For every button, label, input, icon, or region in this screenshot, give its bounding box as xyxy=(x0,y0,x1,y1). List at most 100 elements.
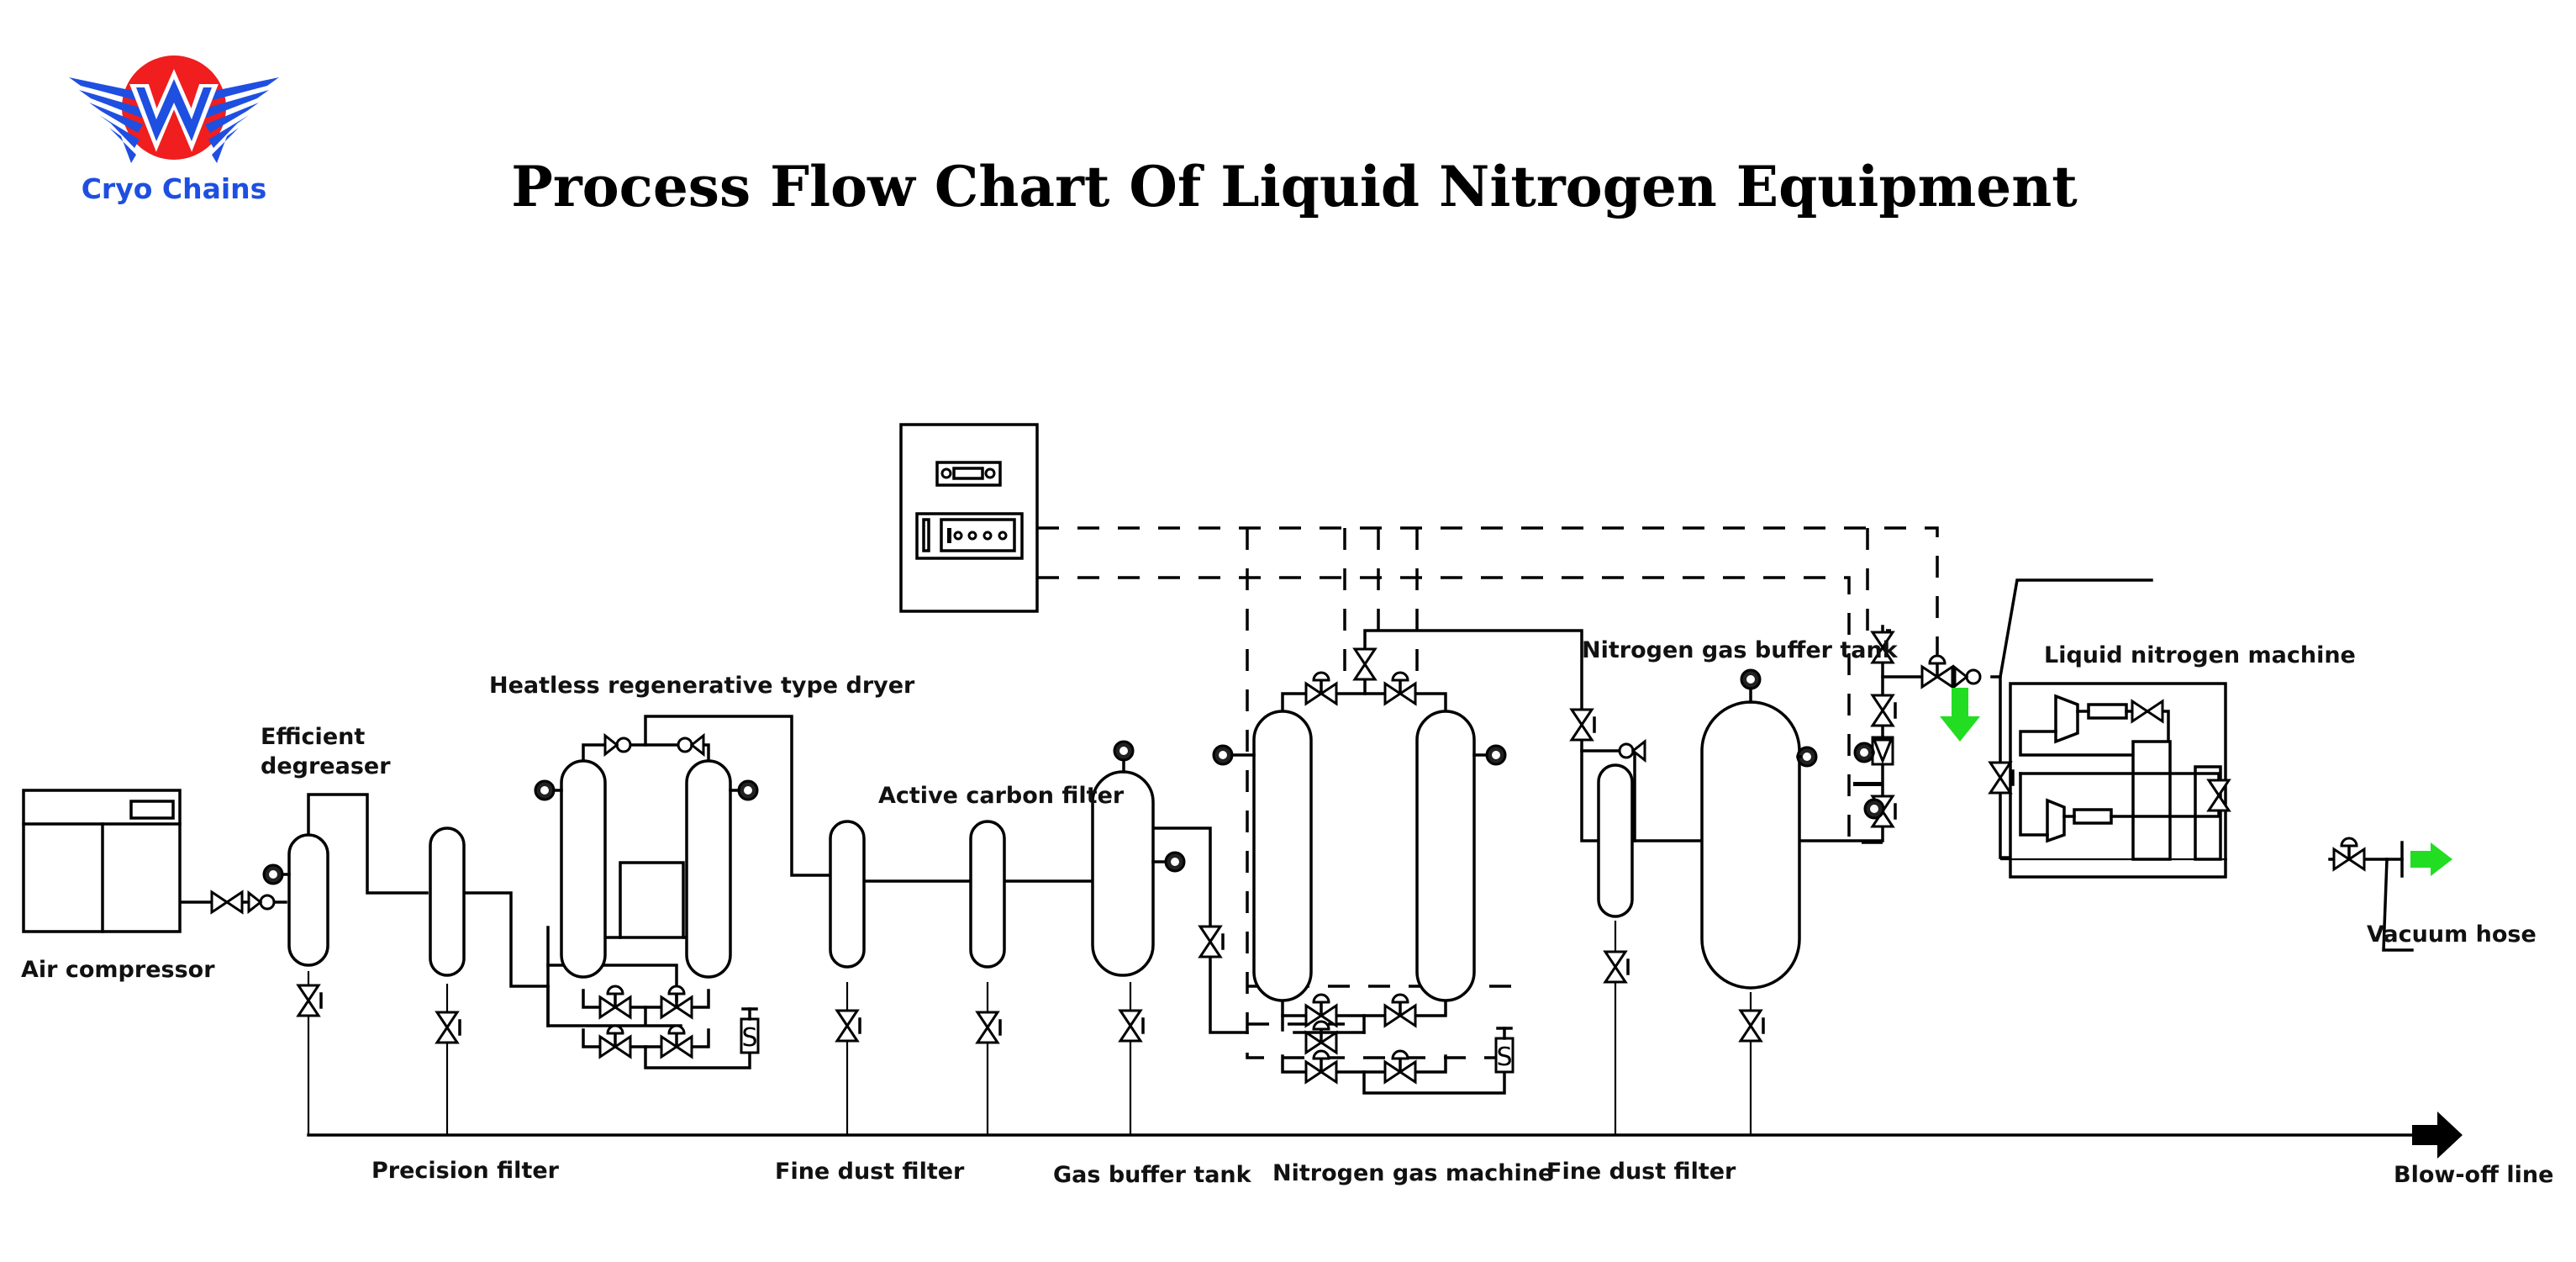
lnm-compressor-2 xyxy=(2046,798,2066,843)
control-signal-line xyxy=(1246,528,1513,1059)
pneumatic-control-valve-icon xyxy=(598,1024,632,1059)
label-gas-buffer-tank: Gas buffer tank xyxy=(1053,1162,1252,1188)
valve-body xyxy=(1569,708,1594,742)
valve-body xyxy=(435,1011,460,1044)
brand-name: Cryo Chains xyxy=(82,172,267,205)
fine-dust-filter-1 xyxy=(829,820,866,969)
cabinet-button xyxy=(998,531,1008,541)
lnm-compressor-1 xyxy=(2054,694,2079,744)
check-valve-icon xyxy=(247,890,276,915)
nitrogen-tower-right xyxy=(1415,710,1476,1002)
actuator-dome xyxy=(1391,671,1409,682)
check-seat xyxy=(1953,664,1969,689)
check-seat xyxy=(1630,738,1646,763)
valve-body xyxy=(1738,1009,1763,1043)
label-fine-dust-filter-1: Fine dust filter xyxy=(775,1159,965,1185)
fine-dust-filter-2 xyxy=(969,820,1006,969)
pressure-gauge-icon xyxy=(1113,740,1135,762)
cabinet-button xyxy=(982,531,993,541)
pneumatic-control-valve-icon xyxy=(2332,837,2366,872)
wing-right-feather xyxy=(205,103,259,133)
actuator-dome xyxy=(1312,1049,1330,1060)
pressure-gauge-icon xyxy=(1863,798,1885,820)
cabinet-indicator-bar xyxy=(952,467,984,480)
actuator-dome xyxy=(1312,671,1330,682)
drain-valve-icon xyxy=(1738,1009,1765,1043)
pneumatic-control-valve-icon xyxy=(660,1024,693,1059)
label-air-compressor: Air compressor xyxy=(21,957,215,983)
pressure-gauge-icon xyxy=(1164,851,1186,873)
brand-logo: Cryo Chains xyxy=(69,55,279,205)
process-pipe xyxy=(1363,629,1599,842)
label-efficient-degreaser-2: degreaser xyxy=(261,753,391,779)
actuator-dome xyxy=(2340,837,2358,847)
drain-valve-icon xyxy=(435,1011,461,1044)
control-signal-line xyxy=(1037,576,1883,844)
gauge-face xyxy=(540,786,549,795)
gauge-face xyxy=(1492,751,1500,759)
actuator-dome xyxy=(1312,1020,1330,1031)
silencer-icon: S xyxy=(1494,1027,1515,1074)
label-precision-filter: Precision filter xyxy=(371,1158,560,1184)
product-flow-down-arrow-icon xyxy=(1940,688,1980,742)
liquid-nitrogen-machine xyxy=(2000,682,2227,879)
process-pipe xyxy=(461,891,550,988)
wing-right-feather xyxy=(212,128,239,163)
process-pipe xyxy=(2382,858,2414,952)
drain-valve-icon xyxy=(1118,1009,1145,1043)
flow-meter-float xyxy=(1872,738,1894,765)
wing-left-feather xyxy=(89,103,143,133)
valve-body xyxy=(2131,699,2164,724)
valve-body xyxy=(1118,1009,1143,1043)
label-liquid-nitrogen-machine: Liquid nitrogen machine xyxy=(2044,642,2356,668)
dryer-tower-right xyxy=(685,759,732,979)
lnm-cooler-2 xyxy=(2073,808,2113,825)
valve-body xyxy=(1352,647,1378,681)
wing-left-feather xyxy=(79,90,146,118)
cabinet-switch xyxy=(922,518,930,552)
control-signal-line xyxy=(1037,526,1939,664)
pneumatic-control-valve-icon xyxy=(660,985,693,1020)
fine-dust-filter-3 xyxy=(1597,763,1634,918)
pneumatic-control-valve-icon xyxy=(1383,1049,1417,1085)
control-cabinet-icon xyxy=(899,423,1039,613)
pressure-gauge-icon xyxy=(1853,742,1875,763)
nitrogen-tower-left xyxy=(1252,710,1313,1002)
pressure-gauge-icon xyxy=(1740,668,1762,690)
check-valve-icon xyxy=(677,732,705,758)
check-seat xyxy=(247,890,263,915)
gauge-face xyxy=(1171,858,1179,866)
wing-right-feather xyxy=(208,115,249,148)
control-signal-lines xyxy=(1037,526,1939,1059)
gauge-face xyxy=(1746,675,1755,684)
label-blow-off-line: Blow-off line xyxy=(2394,1162,2553,1188)
actuator-dome xyxy=(606,985,624,995)
drain-valve-icon xyxy=(296,984,323,1017)
pneumatic-control-valve-icon xyxy=(1383,993,1417,1028)
pneumatic-control-valve-icon xyxy=(1870,631,1895,664)
label-dryer: Heatless regenerative type dryer xyxy=(489,673,915,699)
process-pipe xyxy=(619,861,685,939)
check-valve-icon xyxy=(603,732,632,758)
gate-valve-icon xyxy=(2206,779,2231,812)
lnm-cooler-1 xyxy=(2087,703,2128,720)
silencer-icon: S xyxy=(740,1007,760,1054)
precision-filter xyxy=(429,826,466,977)
pneumatic-control-valve-icon xyxy=(1304,993,1338,1028)
gauge-face xyxy=(1803,752,1811,761)
product-outlet-arrow-icon xyxy=(2410,842,2452,876)
valve-body xyxy=(1870,631,1895,664)
cabinet-button xyxy=(953,531,963,541)
pneumatic-control-valve-icon xyxy=(1920,654,1954,689)
drain-valve-icon xyxy=(975,1011,1002,1044)
pressure-gauge-icon xyxy=(262,863,284,885)
gauge-face xyxy=(1870,805,1878,813)
wing-right-feather xyxy=(202,90,269,118)
efficient-degreaser xyxy=(287,833,329,967)
pneumatic-control-valve-icon xyxy=(1304,671,1338,706)
pneumatic-control-valve-icon xyxy=(1304,1020,1338,1055)
valve-body xyxy=(2206,779,2231,812)
cabinet-lamp xyxy=(940,467,952,479)
blow-off-arrow-icon xyxy=(2412,1112,2463,1159)
